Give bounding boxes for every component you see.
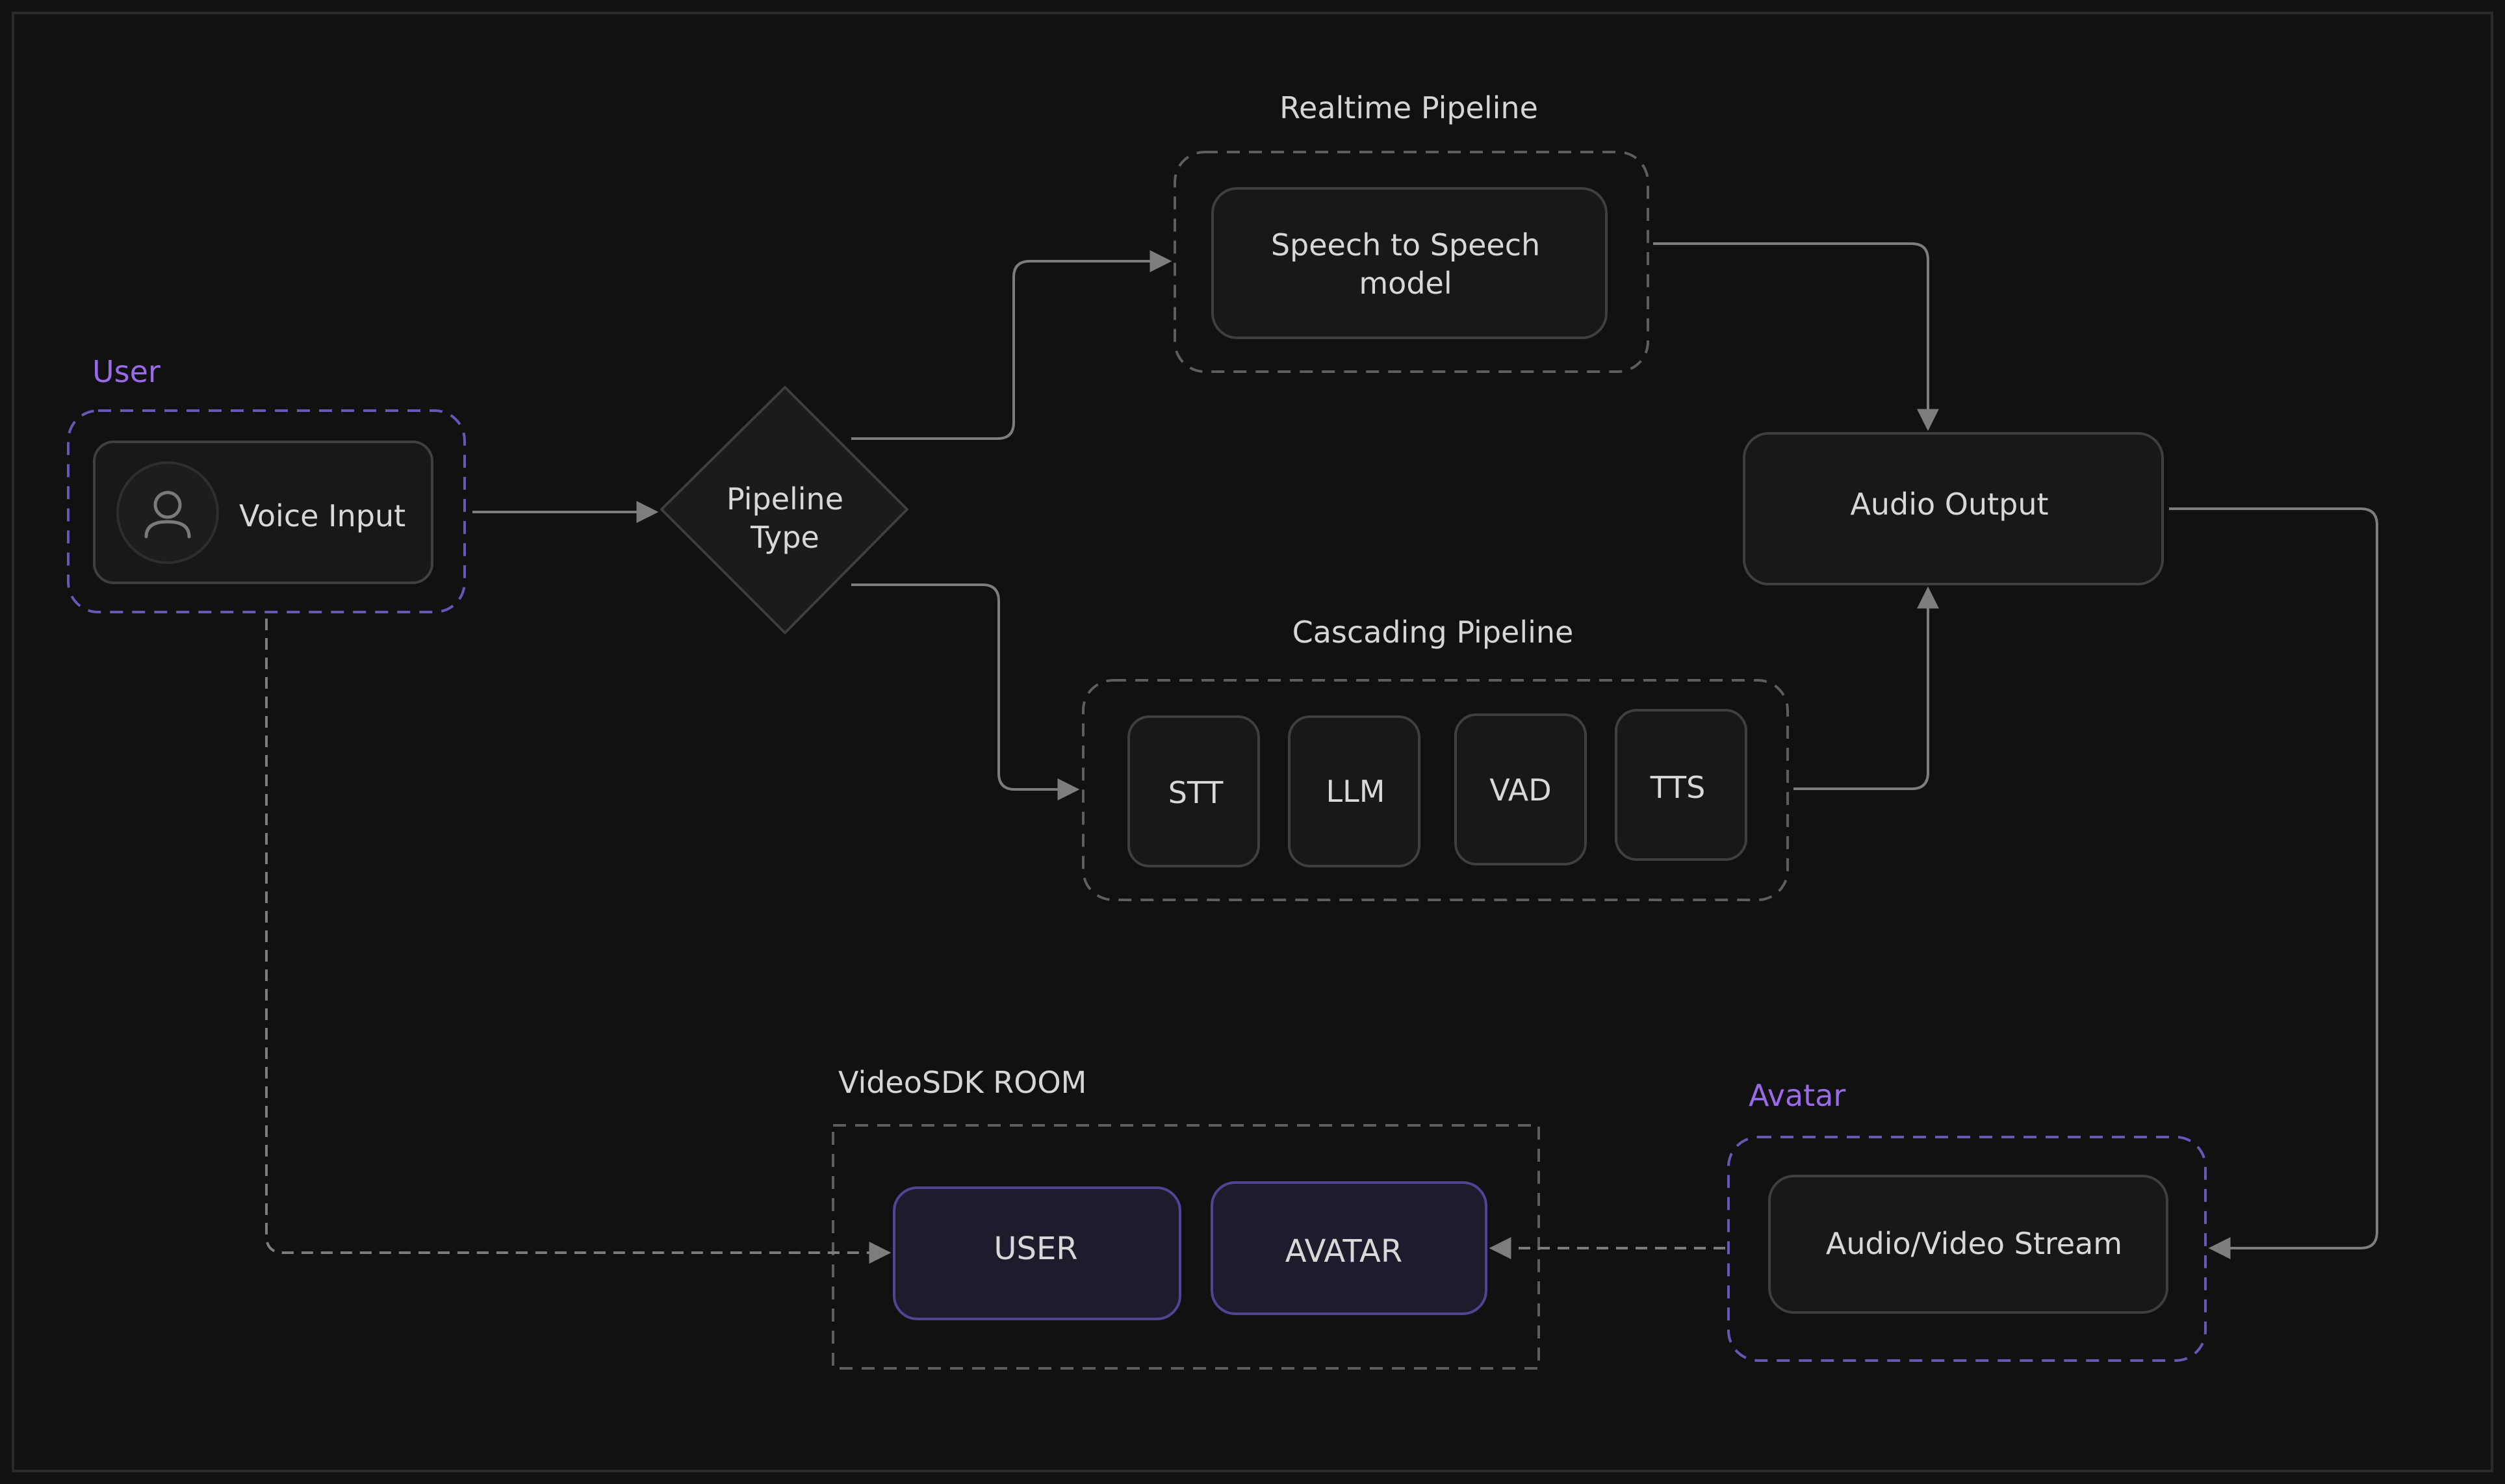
vad-label: VAD: [1489, 773, 1551, 808]
room-user-participant[interactable]: USER: [893, 1186, 1181, 1320]
cascading-pipeline-container: [1082, 679, 1789, 901]
avatar-group-container: [1727, 1136, 2207, 1362]
llm-label: LLM: [1326, 774, 1385, 809]
stt-node[interactable]: STT: [1127, 715, 1260, 867]
avatar-group-label: Avatar: [1749, 1078, 1845, 1113]
cascading-pipeline-label: Cascading Pipeline: [1292, 615, 1574, 650]
edge-audio-output-to-stream: [2169, 507, 2378, 1259]
voice-input-label: Voice Input: [239, 498, 405, 533]
edge-pipeline-to-cascading: [851, 583, 1080, 800]
edge-cascading-to-audio-output: [1793, 586, 1939, 790]
room-avatar-participant[interactable]: AVATAR: [1211, 1181, 1487, 1315]
llm-node[interactable]: LLM: [1288, 715, 1420, 867]
speech-to-speech-label-line1: Speech to Speech: [1271, 227, 1540, 262]
room-avatar-label: AVATAR: [1285, 1233, 1402, 1270]
realtime-pipeline-container: [1174, 151, 1649, 373]
audio-output-label: Audio Output: [1850, 487, 2048, 522]
speech-to-speech-node[interactable]: Speech to Speech model: [1211, 187, 1608, 339]
realtime-pipeline-label: Realtime Pipeline: [1279, 90, 1538, 125]
tts-label: TTS: [1650, 770, 1706, 805]
voice-input-node[interactable]: Voice Input: [93, 441, 433, 584]
user-group-label: User: [92, 354, 161, 389]
tts-node[interactable]: TTS: [1615, 709, 1747, 861]
audio-video-stream-label: Audio/Video Stream: [1826, 1226, 2122, 1261]
edge-realtime-to-audio-output: [1653, 242, 1939, 431]
stt-label: STT: [1168, 775, 1224, 810]
speech-to-speech-label-line2: model: [1359, 266, 1452, 301]
vad-node[interactable]: VAD: [1454, 713, 1587, 865]
edge-pipeline-to-realtime: [851, 250, 1172, 440]
audio-output-node[interactable]: Audio Output: [1743, 432, 2164, 585]
pipeline-type-decision[interactable]: Pipeline Type: [660, 386, 908, 634]
user-group-container: [67, 409, 466, 613]
edge-user-to-room-user: [265, 619, 892, 1264]
person-icon: [116, 461, 219, 564]
pipeline-type-label-line1: Pipeline: [726, 481, 843, 517]
canvas-frame: [12, 12, 2493, 1472]
videosdk-room-label: VideoSDK ROOM: [838, 1065, 1086, 1100]
audio-video-stream-node[interactable]: Audio/Video Stream: [1768, 1175, 2168, 1314]
room-user-label: USER: [994, 1231, 1077, 1267]
pipeline-type-label-line2: Type: [750, 520, 819, 555]
